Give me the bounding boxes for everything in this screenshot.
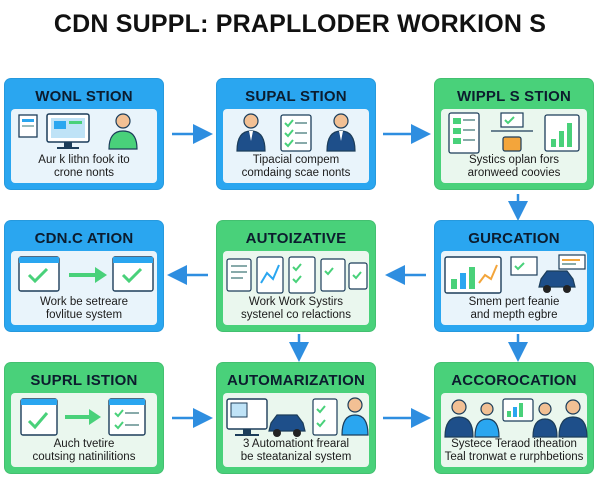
- card-title: WIPPL S STION: [456, 88, 571, 105]
- documents-flow-icon: [20, 398, 146, 436]
- card-title: AUTOIZATIVE: [245, 230, 347, 247]
- two-people-checklist-icon: [236, 113, 356, 152]
- page-title: CDN SUPPL: PRAPLLODER WORKION S: [53, 10, 547, 38]
- card-title: CDN.C ATION: [34, 230, 134, 247]
- transfer-windows-icon: [18, 256, 154, 292]
- card-title: ACCOROCATION: [451, 372, 577, 389]
- card-title: SUPRL ISTION: [30, 372, 138, 389]
- card-title: SUPAL STION: [245, 88, 347, 105]
- team-people-icon: [444, 398, 588, 438]
- card-title: GURCATION: [468, 230, 560, 247]
- computer-and-person-icon: [18, 113, 138, 150]
- automation-computer-person-icon: [226, 397, 369, 437]
- workflow-checklist-icon: [448, 112, 580, 154]
- card-title: AUTOMARIZATION: [226, 372, 366, 389]
- charts-and-car-icon: [444, 254, 586, 294]
- card-title: WONL STION: [35, 88, 133, 105]
- documents-dashboard-icon: [226, 256, 368, 294]
